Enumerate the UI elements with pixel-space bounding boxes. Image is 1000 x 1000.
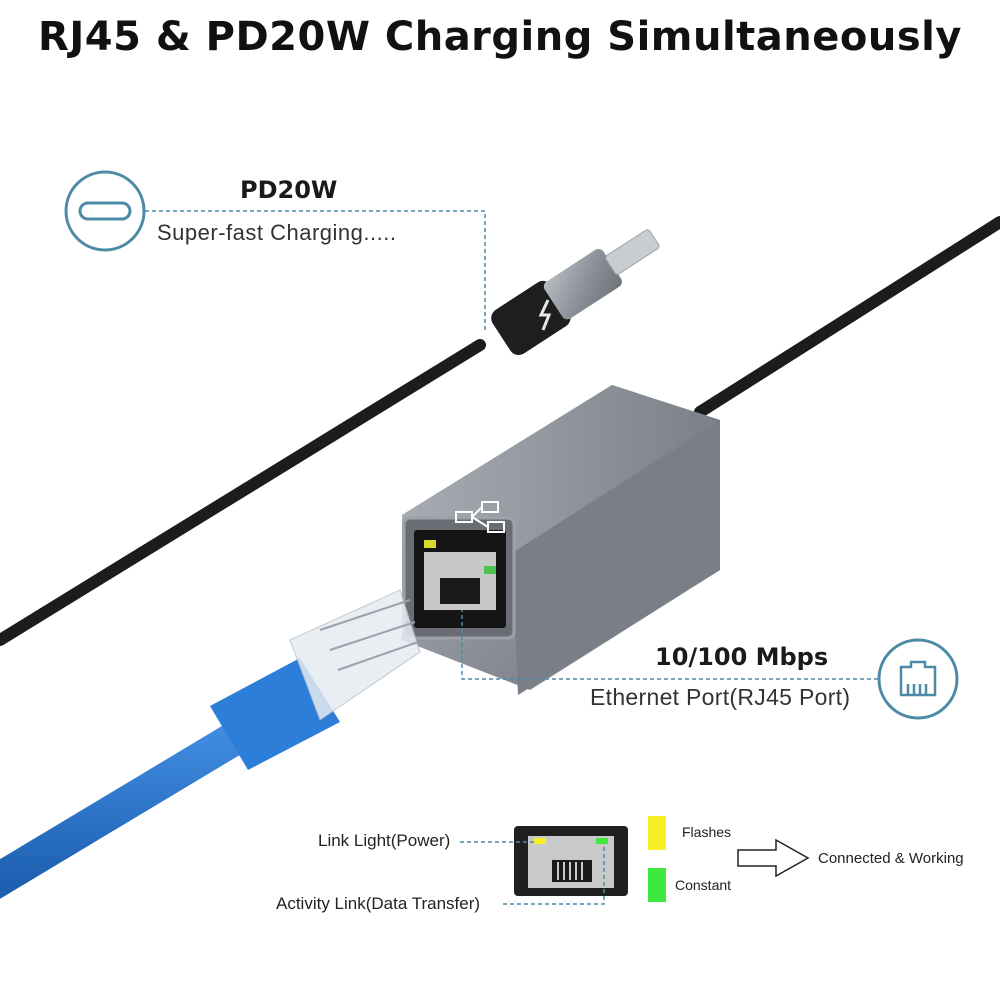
- right-arrow-icon: [737, 838, 810, 878]
- pd-callout: [64, 170, 486, 330]
- pd-heading: PD20W: [240, 176, 338, 204]
- lightning-cable: [0, 216, 1000, 646]
- network-icon: [455, 501, 505, 533]
- ethernet-heading: 10/100 Mbps: [655, 643, 829, 671]
- led-diagram: [460, 826, 810, 905]
- flashes-swatch: [648, 816, 666, 850]
- rj45-port-icon: [899, 660, 937, 697]
- connected-working-label: Connected & Working: [818, 850, 964, 867]
- ethernet-callout: [461, 610, 959, 720]
- constant-label: Constant: [675, 877, 732, 893]
- constant-swatch: [648, 868, 666, 902]
- lightning-bolt-icon: [538, 299, 552, 331]
- lan-cable: [0, 589, 421, 899]
- link-light-label: Link Light(Power): [318, 831, 451, 850]
- ethernet-description: Ethernet Port(RJ45 Port): [590, 684, 851, 710]
- usb-c-port-icon: [78, 201, 132, 221]
- ethernet-adapter: [402, 385, 720, 695]
- pd-description: Super-fast Charging.....: [157, 220, 397, 245]
- flashes-label: Flashes: [682, 824, 732, 840]
- page-title: RJ45 & PD20W Charging Simultaneously: [38, 14, 962, 60]
- activity-link-label: Activity Link(Data Transfer): [276, 894, 481, 913]
